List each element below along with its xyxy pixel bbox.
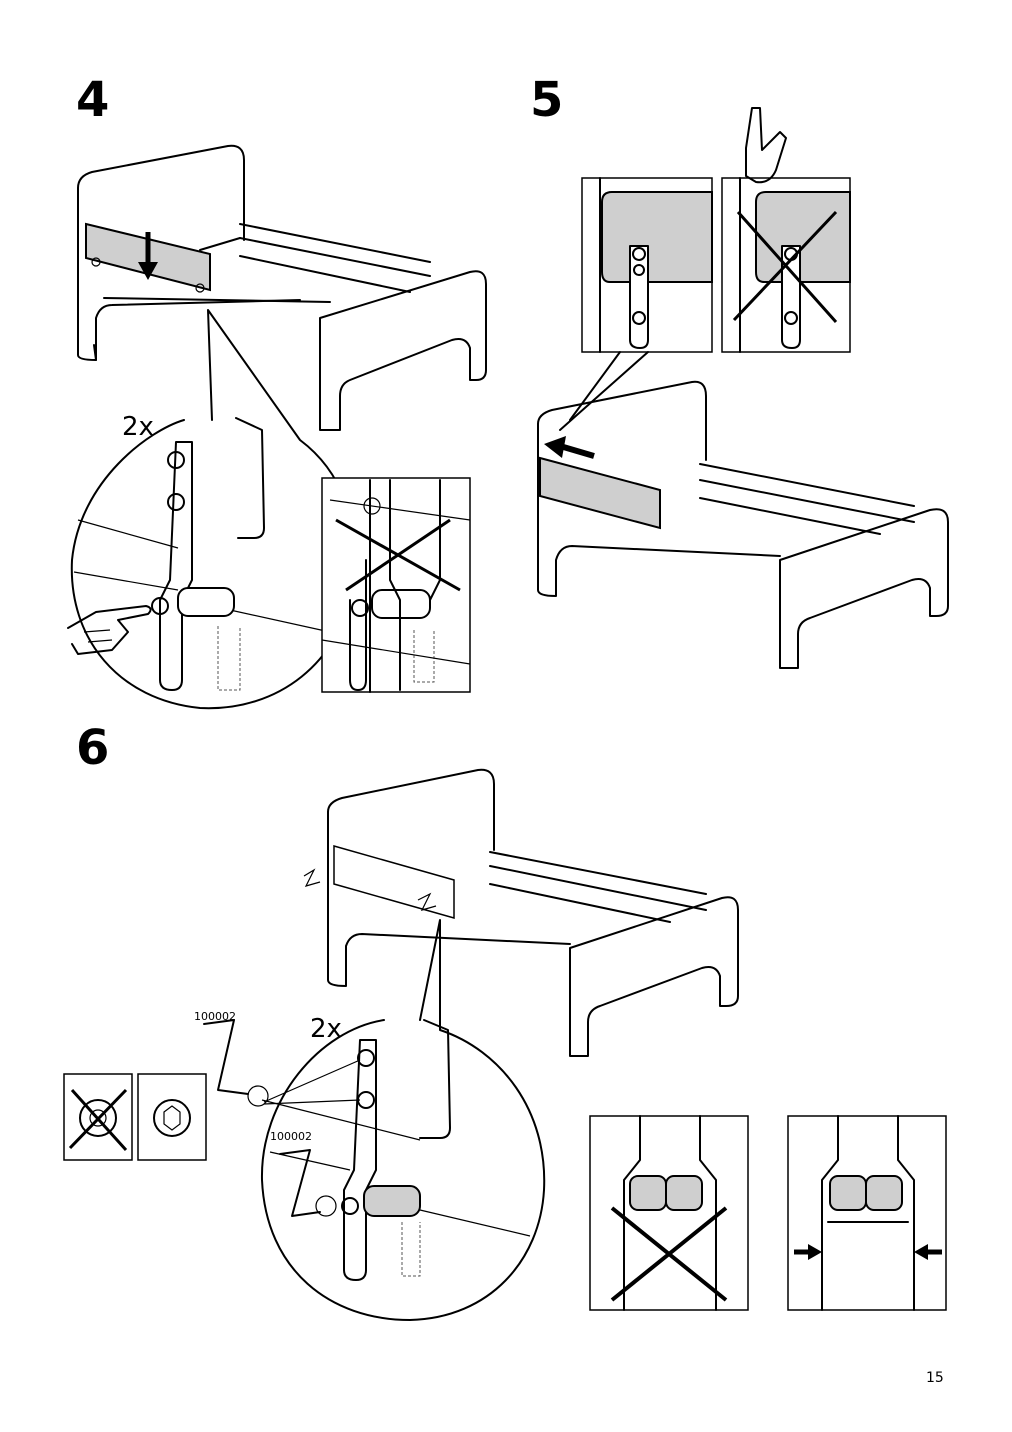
allen-key-upper: [203, 1019, 269, 1107]
step-6-wrong-bolt-box: [63, 1073, 133, 1161]
step-6-gap-correct-box: [787, 1115, 947, 1311]
step-5-bed-drawing: [537, 380, 949, 669]
arrow-icon: [544, 436, 566, 458]
pointing-hand-icon: [745, 107, 787, 184]
step-6-gap-wrong-box: [589, 1115, 749, 1311]
cross-mark-icon: [68, 1088, 128, 1152]
step-4-bed-drawing: [77, 144, 487, 431]
step-6-bed-drawing: [303, 768, 739, 1057]
cross-mark-icon: [610, 1206, 728, 1302]
step-6-detail-circle: [260, 919, 546, 1321]
tool-code-lower: 100002: [270, 1130, 312, 1143]
step-4-number: 4: [76, 72, 110, 128]
step-4-wrong-box: [321, 477, 471, 693]
tool-code-upper: 100002: [194, 1010, 236, 1023]
step-4-detail-circle: [67, 309, 356, 710]
cross-mark-icon: [335, 518, 461, 592]
step-5-correct-box: [581, 177, 713, 353]
arrow-icon: [808, 1244, 822, 1260]
step-5-number: 5: [530, 72, 564, 128]
cross-mark-icon: [732, 210, 838, 323]
step-6-correct-bolt-box: [137, 1073, 207, 1161]
pointing-hand-icon: [67, 605, 152, 655]
arrow-icon: [559, 443, 595, 459]
step-6-number: 6: [76, 720, 110, 776]
arrow-icon: [914, 1244, 928, 1260]
allen-key-lower: [279, 1149, 337, 1217]
step-5-wrong-box: [721, 107, 851, 353]
page-number: 15: [926, 1370, 944, 1386]
